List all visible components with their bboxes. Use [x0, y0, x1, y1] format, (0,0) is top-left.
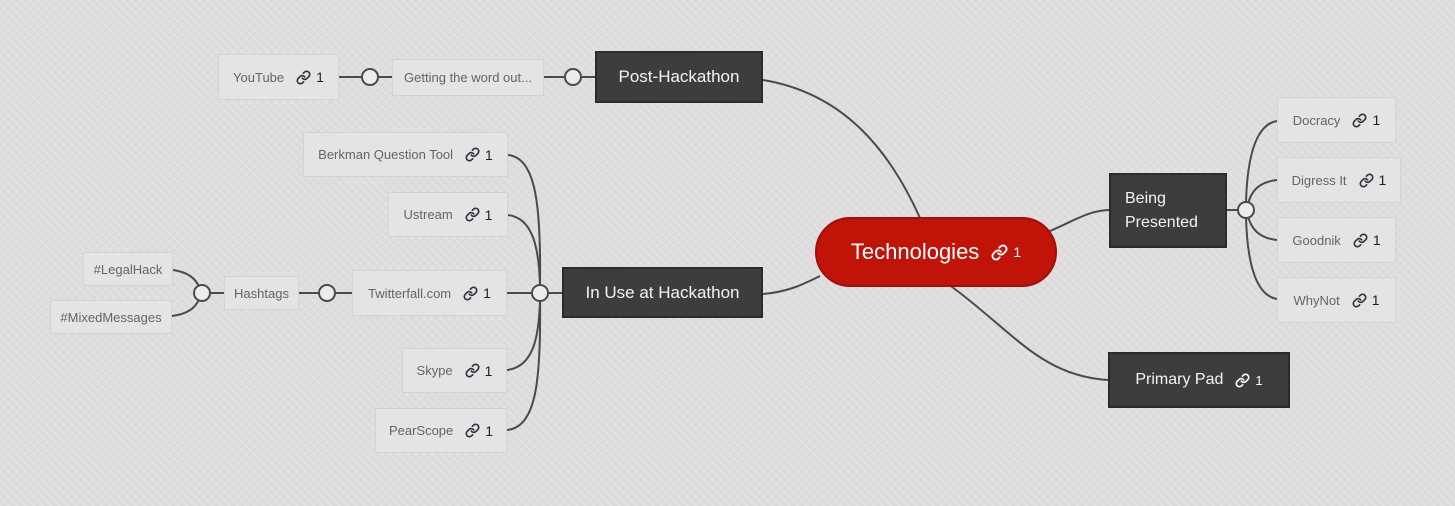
node-label: Ustream	[403, 207, 453, 222]
link-count: 1	[485, 422, 494, 439]
node-ustream[interactable]: Ustream 1	[388, 192, 508, 237]
link-icon	[465, 147, 480, 162]
link-count: 1	[316, 69, 324, 85]
node-mixedmessages[interactable]: #MixedMessages	[50, 300, 172, 334]
link-badge[interactable]: 1	[1353, 232, 1381, 248]
node-technologies-root[interactable]: Technologies 1	[815, 217, 1057, 287]
link-icon	[465, 423, 480, 438]
node-whynot[interactable]: WhyNot 1	[1277, 277, 1396, 323]
link-icon	[1359, 173, 1374, 188]
link-badge[interactable]: 1	[465, 206, 493, 223]
node-label: Getting the word out...	[404, 70, 532, 85]
link-badge[interactable]: 1	[296, 69, 324, 85]
connector-pearscope-inuse	[506, 300, 542, 431]
node-post-hackathon[interactable]: Post-Hackathon	[595, 51, 763, 103]
connector-posthackathon-root	[762, 79, 921, 219]
collapse-handle-youtube[interactable]	[361, 68, 379, 86]
node-digress-it[interactable]: Digress It 1	[1277, 157, 1401, 203]
node-docracy[interactable]: Docracy 1	[1277, 97, 1396, 143]
collapse-handle-hashtags-left[interactable]	[193, 284, 211, 302]
link-icon	[463, 286, 478, 301]
node-pearscope[interactable]: PearScope 1	[375, 408, 507, 453]
node-label: Goodnik	[1292, 232, 1341, 248]
node-label: Primary Pad	[1135, 371, 1224, 388]
link-count: 1	[483, 285, 491, 301]
collapse-handle-being[interactable]	[1237, 201, 1255, 219]
link-count: 1	[1378, 172, 1387, 188]
connector-skype-inuse	[506, 299, 541, 371]
node-label: PearScope	[388, 423, 454, 438]
link-count: 1	[1255, 372, 1263, 388]
node-label: Being Presented	[1125, 190, 1198, 231]
connector-root-being	[1049, 209, 1110, 232]
node-label: #LegalHack	[93, 261, 163, 277]
node-label: Skype	[416, 363, 453, 378]
node-label: Technologies	[850, 239, 980, 264]
node-label: Hashtags	[234, 285, 289, 301]
node-label: #MixedMessages	[60, 309, 162, 325]
node-twitterfall[interactable]: Twitterfall.com 1	[352, 270, 507, 316]
node-label: WhyNot	[1293, 292, 1340, 308]
connector-berkman-inuse	[507, 154, 542, 286]
link-icon	[465, 363, 480, 378]
connector-goodnik-being	[1247, 215, 1278, 241]
node-primary-pad[interactable]: Primary Pad 1	[1108, 352, 1290, 408]
node-goodnik[interactable]: Goodnik 1	[1277, 217, 1396, 263]
link-count: 1	[1372, 232, 1381, 248]
link-count: 1	[1371, 292, 1380, 308]
connector-inuse-root	[762, 275, 821, 295]
node-label: Post-Hackathon	[618, 67, 740, 86]
link-badge[interactable]: 1	[1352, 292, 1380, 308]
connector-ustream-inuse	[507, 214, 541, 287]
link-badge[interactable]: 1	[465, 147, 493, 163]
link-icon	[1352, 293, 1367, 308]
link-count: 1	[484, 206, 493, 223]
link-badge[interactable]: 1	[1352, 112, 1380, 128]
node-getting-the-word-out[interactable]: Getting the word out...	[392, 59, 544, 96]
node-youtube[interactable]: YouTube 1	[218, 54, 339, 100]
node-label: Berkman Question Tool	[318, 147, 454, 162]
link-icon	[1352, 113, 1367, 128]
collapse-handle-inuse[interactable]	[531, 284, 549, 302]
node-legalhack[interactable]: #LegalHack	[83, 252, 173, 286]
collapse-handle-getting[interactable]	[564, 68, 582, 86]
node-label: Twitterfall.com	[368, 285, 452, 301]
node-skype[interactable]: Skype 1	[402, 348, 507, 393]
node-hashtags[interactable]: Hashtags	[224, 276, 299, 310]
connector-docracy-being	[1245, 120, 1278, 204]
node-label: In Use at Hackathon	[585, 282, 740, 302]
node-being-presented[interactable]: Being Presented	[1109, 173, 1227, 248]
node-label: Docracy	[1292, 112, 1341, 128]
link-icon	[296, 70, 311, 85]
link-badge[interactable]: 1	[991, 244, 1021, 261]
connector-digressit-being	[1247, 179, 1278, 205]
node-in-use-at-hackathon[interactable]: In Use at Hackathon	[562, 267, 763, 318]
node-berkman-question-tool[interactable]: Berkman Question Tool 1	[303, 132, 508, 177]
link-icon	[1235, 373, 1250, 388]
link-badge[interactable]: 1	[1359, 172, 1387, 188]
link-icon	[465, 207, 480, 222]
link-badge[interactable]: 1	[463, 285, 491, 301]
link-badge[interactable]: 1	[1235, 372, 1263, 388]
link-icon	[1353, 233, 1368, 248]
connector-whynot-being	[1245, 216, 1278, 300]
node-label: Digress It	[1291, 172, 1347, 188]
link-count: 1	[1013, 244, 1022, 260]
link-icon	[991, 244, 1008, 261]
collapse-handle-hashtags-right[interactable]	[318, 284, 336, 302]
link-count: 1	[1372, 112, 1381, 128]
connector-mixedmessages-hashtags	[171, 298, 200, 317]
node-label: YouTube	[233, 69, 285, 85]
link-badge[interactable]: 1	[465, 423, 493, 439]
connector-root-primarypad	[947, 283, 1109, 381]
connector-legalhack-hashtags	[172, 269, 200, 288]
link-badge[interactable]: 1	[465, 362, 493, 379]
link-count: 1	[485, 146, 493, 163]
link-count: 1	[484, 362, 493, 379]
